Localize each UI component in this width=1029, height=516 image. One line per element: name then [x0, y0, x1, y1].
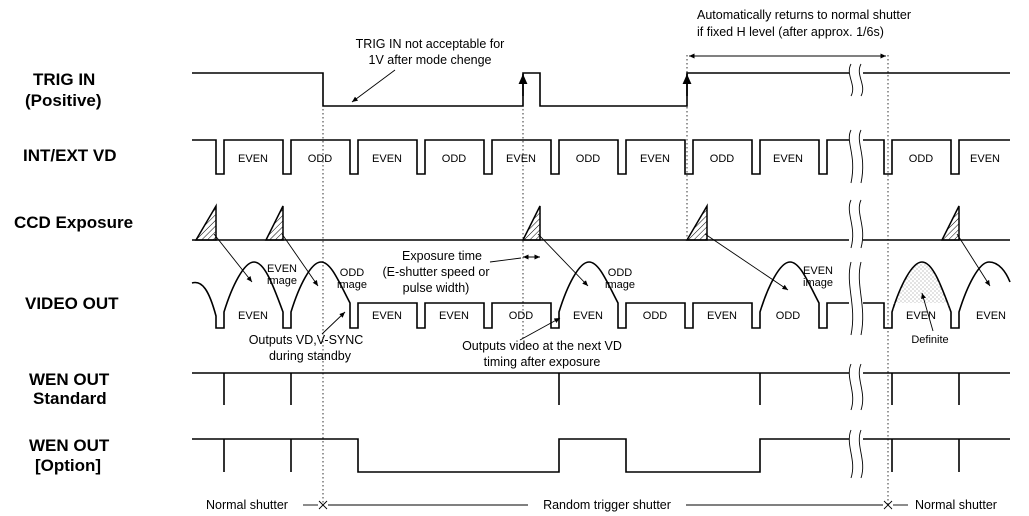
- vd-field: EVEN: [372, 153, 402, 165]
- break-mark: [848, 199, 864, 249]
- video-field: EVEN: [976, 310, 1006, 322]
- exposure-time-leader: [489, 257, 522, 263]
- vd-field: ODD: [576, 153, 601, 165]
- label-wen-out-option-sub: [Option]: [35, 456, 101, 475]
- vd-field: ODD: [308, 153, 333, 165]
- standby-note-line-2: during standby: [269, 349, 352, 363]
- wen-standard-pulses: [223, 373, 960, 405]
- odd-image-label-2: ODD: [608, 267, 633, 279]
- exposure-ramps: [194, 203, 960, 241]
- exposure-time-line-2: (E-shutter speed or: [383, 265, 490, 279]
- label-int-ext-vd: INT/EXT VD: [23, 146, 117, 165]
- exposure-arrow: [537, 233, 589, 287]
- label-trig-in-positive: (Positive): [25, 91, 102, 110]
- break-mark: [848, 63, 864, 97]
- label-ccd-exposure: CCD Exposure: [14, 213, 133, 232]
- vd-field: ODD: [442, 153, 467, 165]
- definite-label: Definite: [911, 334, 948, 346]
- trig-note-leader: [351, 69, 396, 103]
- video-field: EVEN: [906, 310, 936, 322]
- vd-field: EVEN: [773, 153, 803, 165]
- break-mark: [848, 363, 864, 411]
- label-wen-out-standard-sub: Standard: [33, 389, 107, 408]
- label-wen-out-standard: WEN OUT: [29, 370, 110, 389]
- video-field: ODD: [509, 310, 534, 322]
- vd-field: EVEN: [640, 153, 670, 165]
- trig-in-waveform: [192, 72, 849, 107]
- definite-leader: [921, 292, 934, 332]
- odd-image-label-sub: image: [337, 279, 367, 291]
- mode-boundary-mark-right: [883, 500, 893, 510]
- trig-note-line-1: TRIG IN not acceptable for: [356, 37, 505, 51]
- wen-option-ticks: [223, 439, 960, 472]
- mode-normal-left: Normal shutter: [206, 498, 288, 512]
- mode-normal-right: Normal shutter: [915, 498, 997, 512]
- even-image-label-3: EVEN: [803, 265, 833, 277]
- vd-field-labels: EVEN ODD EVEN ODD EVEN ODD EVEN ODD EVEN…: [238, 153, 1000, 165]
- video-field: ODD: [643, 310, 668, 322]
- label-video-out: VIDEO OUT: [25, 294, 119, 313]
- break-marks: [848, 63, 864, 479]
- vd-field: EVEN: [970, 153, 1000, 165]
- video-field-labels: EVEN EVEN EVEN ODD EVEN ODD EVEN ODD EVE…: [238, 310, 1006, 322]
- exposure-to-video-arrows: [213, 233, 991, 291]
- video-field: EVEN: [238, 310, 268, 322]
- video-field: EVEN: [573, 310, 603, 322]
- next-vd-note-line-1: Outputs video at the next VD: [462, 339, 622, 353]
- next-vd-note-line-2: timing after exposure: [484, 355, 601, 369]
- mode-random: Random trigger shutter: [543, 498, 671, 512]
- exposure-ramp: [940, 205, 960, 241]
- even-image-label-3-sub: image: [803, 277, 833, 289]
- break-mark: [848, 261, 864, 336]
- trig-note-line-2: 1V after mode chenge: [369, 53, 492, 67]
- video-field: EVEN: [707, 310, 737, 322]
- exposure-arrow: [213, 233, 253, 283]
- next-vd-note-leader: [519, 317, 561, 341]
- break-mark: [848, 129, 864, 184]
- vd-waveform-tail: [863, 139, 1010, 175]
- video-field: EVEN: [372, 310, 402, 322]
- even-image-label-sub: image: [267, 275, 297, 287]
- wen-option-waveform: [192, 438, 849, 473]
- odd-image-label-2-sub: image: [605, 279, 635, 291]
- exposure-arrow: [281, 233, 319, 287]
- exposure-ramp: [685, 203, 708, 241]
- vd-field: EVEN: [238, 153, 268, 165]
- auto-return-line-2: if fixed H level (after approx. 1/6s): [697, 25, 884, 39]
- exposure-ramp: [194, 203, 217, 241]
- video-field: EVEN: [439, 310, 469, 322]
- exposure-time-line-1: Exposure time: [402, 249, 482, 263]
- exposure-ramp: [521, 205, 541, 241]
- exposure-arrow: [704, 233, 789, 291]
- odd-image-label: ODD: [340, 267, 365, 279]
- label-trig-in: TRIG IN: [33, 70, 95, 89]
- video-out-waveform-tail: [863, 261, 1011, 329]
- video-field: ODD: [776, 310, 801, 322]
- definite-image-fill: [893, 263, 950, 312]
- standby-note-leader: [321, 311, 346, 335]
- vd-field: EVEN: [506, 153, 536, 165]
- auto-return-line-1: Automatically returns to normal shutter: [697, 8, 911, 22]
- break-mark: [848, 429, 864, 479]
- standby-note-line-1: Outputs VD,V-SYNC: [249, 333, 364, 347]
- exposure-ramp: [264, 205, 284, 241]
- mode-boundary-mark-left: [318, 500, 328, 510]
- exposure-time-line-3: pulse width): [403, 281, 470, 295]
- vd-field: ODD: [909, 153, 934, 165]
- vd-field: ODD: [710, 153, 735, 165]
- label-wen-out-option: WEN OUT: [29, 436, 110, 455]
- exposure-arrow: [956, 233, 991, 287]
- vd-waveform: [192, 139, 849, 175]
- video-out-waveform: [191, 261, 849, 329]
- even-image-label: EVEN: [267, 263, 297, 275]
